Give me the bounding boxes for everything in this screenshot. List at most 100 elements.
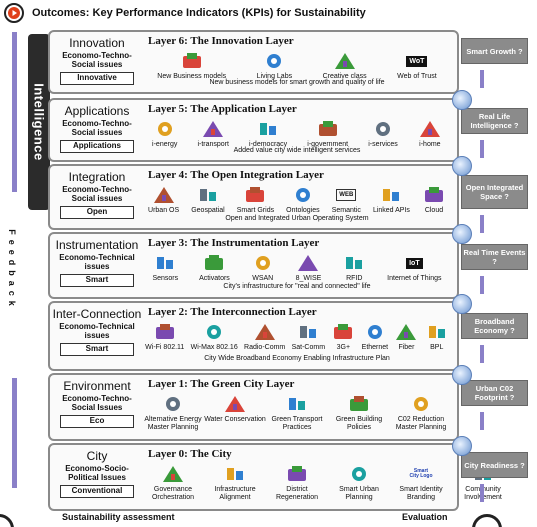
item-label: District Regeneration <box>275 486 319 502</box>
urban-os-icon <box>152 185 176 205</box>
item-label: BPL <box>430 344 444 351</box>
layer-item: i-transport <box>197 119 229 148</box>
layer-chip: Conventional <box>60 485 134 499</box>
item-label: Cloud <box>424 207 444 214</box>
layer-chip: Innovative <box>60 72 134 86</box>
sat-comm-icon <box>296 322 320 342</box>
header: Outcomes: Key Performance Indicators (KP… <box>4 2 366 24</box>
layer-caption: New business models for smart growth and… <box>209 79 385 86</box>
fiber-icon <box>394 322 418 342</box>
layer-item: Fiber <box>394 322 418 351</box>
result-connector-bar <box>480 70 484 88</box>
layer-chip: Applications <box>60 140 134 154</box>
living-labs-icon <box>262 51 286 71</box>
layer-title: Layer 4: The Open Integration Layer <box>148 169 324 181</box>
governance-orchestration-icon <box>161 464 185 484</box>
layer-item: Infrastructure Alignment <box>204 464 266 502</box>
cloud-icon <box>422 185 446 205</box>
wot-icon-text: WoT <box>406 55 428 67</box>
layer-item: WSAN <box>251 253 275 282</box>
layer-name: Innovation <box>69 36 125 50</box>
item-label: i-energy <box>152 141 178 148</box>
geospatial-icon <box>196 185 220 205</box>
item-label: Wi-Fi 802.11 <box>145 344 185 351</box>
layer-caption: Added value city wide intelligent servic… <box>233 147 361 154</box>
item-label: Sat-Comm <box>291 344 326 351</box>
layer-item: Smart Urban Planning <box>328 464 390 502</box>
result-box-instrumentation: Real Time Events ? <box>461 244 528 270</box>
item-label: Fiber <box>398 344 415 351</box>
layer-item: New Business models <box>157 51 226 80</box>
layer-item: Wi-Fi 802.11 <box>145 322 184 351</box>
layer-item: 8_WISE <box>295 253 322 282</box>
result-connector-bar <box>480 276 484 294</box>
item-label: Ethernet <box>361 344 389 351</box>
layer-item: BPL <box>425 322 449 351</box>
result-connector-bar <box>480 215 484 233</box>
layer-description: Economo-Socio-Political Issues <box>65 464 129 483</box>
layer-item: Linked APIs <box>373 185 410 214</box>
i-home-icon <box>418 119 442 139</box>
layer-title: Layer 0: The City <box>148 448 232 460</box>
layer-item: i-home <box>418 119 442 148</box>
layer-name: Integration <box>68 170 126 184</box>
result-connector-bar <box>480 484 484 502</box>
new-business-models-icon <box>180 51 204 71</box>
feedback-bar-top <box>12 32 17 192</box>
layer-item: i-services <box>368 119 398 148</box>
wi-max-802-16-icon <box>202 322 226 342</box>
item-label: 3G+ <box>336 344 351 351</box>
layer-chip: Open <box>60 206 134 220</box>
item-label: i-government <box>307 141 349 148</box>
result-box-city: City Readiness ? <box>461 452 528 478</box>
layer-item: i-energy <box>152 119 177 148</box>
layer-link-circle-icon <box>452 156 472 176</box>
item-label: Radio-Comm <box>244 344 286 351</box>
item-label: i-services <box>368 141 398 148</box>
play-icon[interactable] <box>4 3 24 23</box>
item-label: Smart Grids <box>236 207 275 214</box>
footer-left: Sustainability assessment <box>62 512 175 522</box>
layer-chip: Eco <box>60 415 134 429</box>
iot-icon: IoT <box>402 253 426 273</box>
layer-item: Alternative Energy Master Planning <box>142 394 204 432</box>
layer-item: Living Labs <box>257 51 292 80</box>
infrastructure-alignment-icon <box>223 464 247 484</box>
layer-item: Geospatial <box>191 185 225 214</box>
layer-description: Economo-Techno-Social Issues <box>62 394 132 413</box>
sensors-icon <box>153 253 177 273</box>
ontologies-icon <box>291 185 315 205</box>
layer-description: Economo-Techno-Social issues <box>62 119 132 138</box>
layer-item: Smart Grids <box>237 185 274 214</box>
layer-item: RFID <box>342 253 366 282</box>
layer-item: Wi-Max 802.16 <box>191 322 238 351</box>
item-label: Geospatial <box>191 207 225 214</box>
layer-name: City <box>86 449 108 463</box>
layer-item: 3G+ <box>331 322 355 351</box>
item-label: i-democracy <box>249 141 288 148</box>
item-label: i-transport <box>197 141 229 148</box>
layer-chip: Smart <box>60 274 134 288</box>
item-label: Governance Orchestration <box>151 486 195 502</box>
iot-icon-text: IoT <box>406 257 423 269</box>
ethernet-icon <box>363 322 387 342</box>
layer-items: i-energy i-transport i-democracy i-governme… <box>142 119 452 148</box>
layer-item: Radio-Comm <box>244 322 285 351</box>
item-label: 8_WISE <box>295 275 322 282</box>
linked-apis-icon <box>379 185 403 205</box>
layer-link-circle-icon <box>452 90 472 110</box>
layer-item: Sat-Comm <box>292 322 325 351</box>
layer-item: Ethernet <box>362 322 388 351</box>
